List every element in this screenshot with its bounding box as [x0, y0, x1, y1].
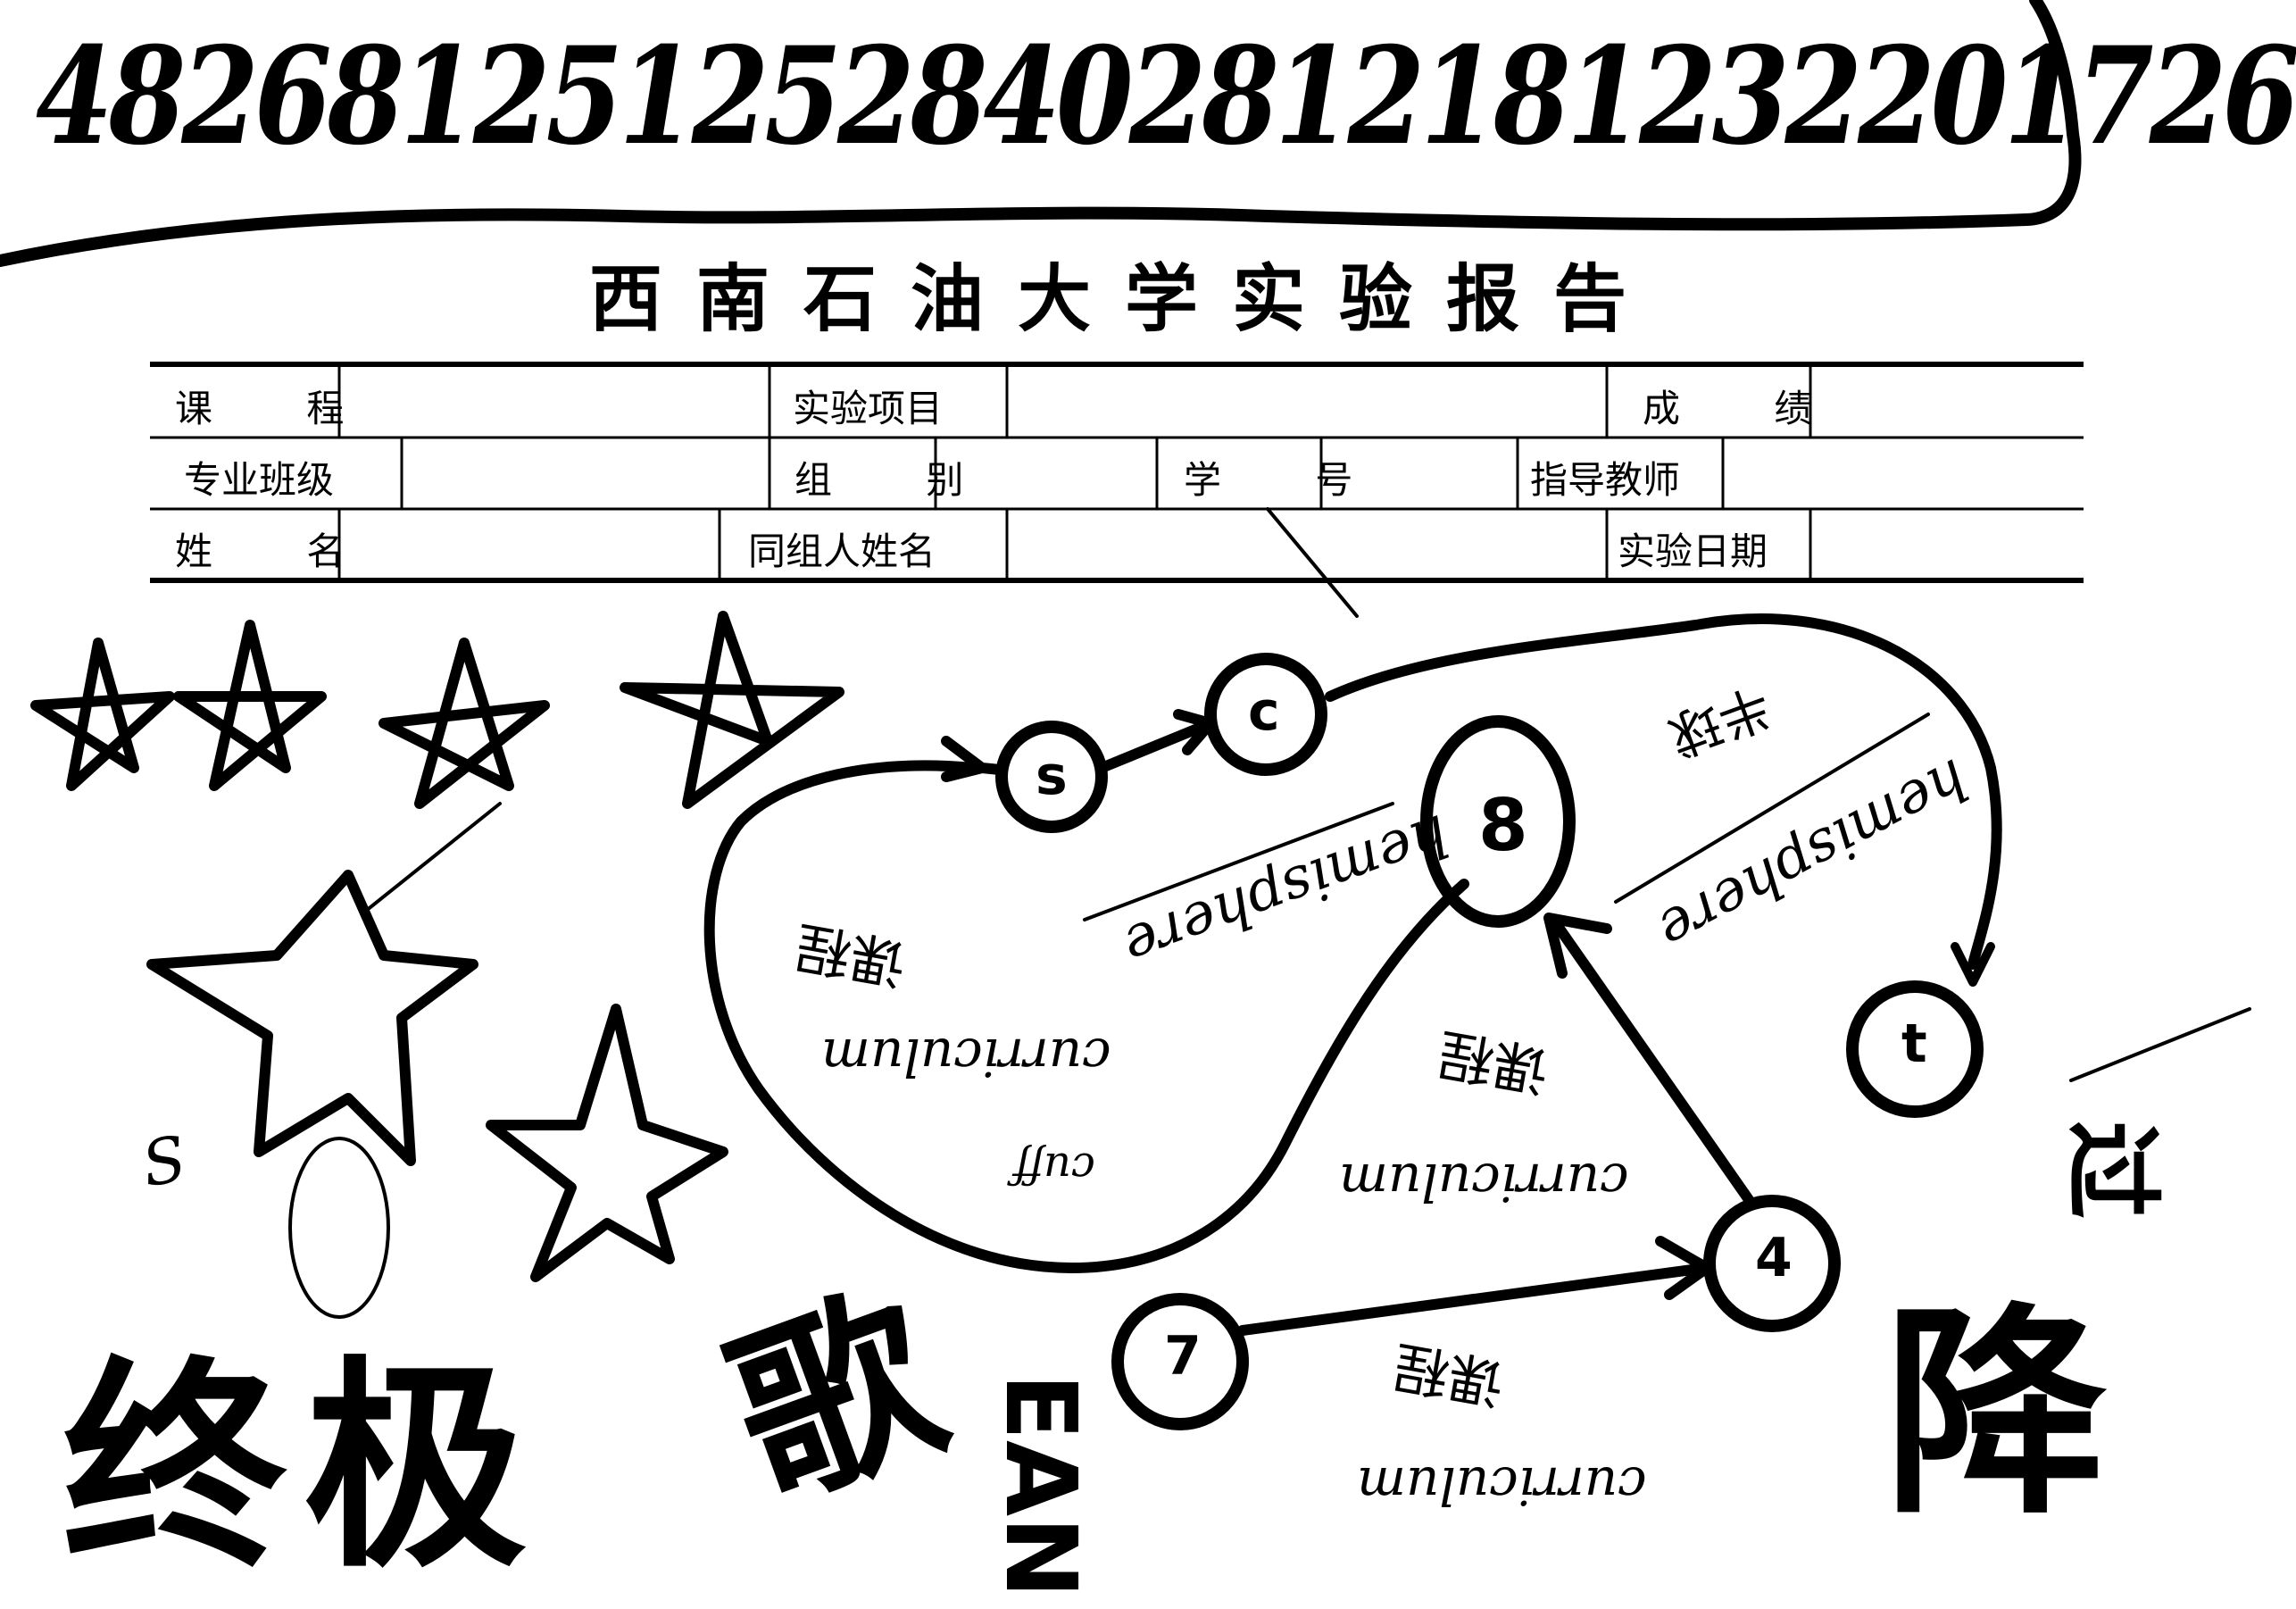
label-course: 课 程 — [175, 387, 386, 430]
edge-4-to-8 — [1543, 913, 1755, 1206]
star-3 — [379, 638, 550, 809]
arrow-to-s — [941, 736, 1005, 782]
annotation-cuff: cuff — [1013, 1143, 1095, 1193]
oval-doodle — [288, 1137, 390, 1319]
node-s-label: s — [1036, 745, 1068, 807]
node-7-label: 7 — [1164, 1325, 1202, 1388]
report-title: 西南石油大学实验报告 — [588, 256, 1660, 342]
label-teacher: 指导教师 — [1530, 458, 1681, 502]
annotation-curriculum-left: curriculum — [821, 1027, 1111, 1088]
label-student-id: 学 号 — [1184, 458, 1394, 502]
annotation-curriculum-bottom: curriculum — [1357, 1455, 1647, 1516]
label-major-class: 专业班级 — [184, 458, 335, 502]
node-8 — [1420, 715, 1576, 928]
star-doodles — [30, 611, 844, 1282]
handwriting-ean: EAN — [984, 1372, 1099, 1599]
node-c-label: c — [1248, 680, 1280, 743]
star-2 — [173, 620, 327, 791]
handwriting-zhongji: 终极 — [62, 1338, 545, 1597]
thin-doodles — [288, 507, 1359, 1319]
annotation-curriculum-mid: curriculum — [1339, 1152, 1629, 1213]
star-4 — [620, 611, 844, 809]
node-8-label: 8 — [1478, 784, 1528, 867]
graph-loop-right — [1325, 613, 2002, 970]
star-1 — [30, 638, 175, 791]
node-t — [1846, 980, 1984, 1118]
torn-border — [0, 0, 2082, 267]
star-big — [146, 870, 478, 1166]
label-name: 姓 名 — [175, 529, 386, 573]
node-s — [995, 721, 1108, 833]
label-grade: 成 绩 — [1643, 387, 1853, 430]
label-group: 组 别 — [794, 458, 1005, 502]
node-4-label: 4 — [1755, 1227, 1793, 1289]
handwriting-jiang: 降 — [1884, 1284, 2107, 1544]
node-t-label: t — [1901, 1013, 1927, 1075]
form-grid — [150, 362, 2084, 583]
handwriting-guo: 过 — [2054, 1121, 2168, 1219]
label-date: 实验日期 — [1618, 529, 1768, 573]
node-7 — [1111, 1293, 1249, 1430]
edge-s-to-c — [1096, 709, 1216, 773]
node-c — [1204, 653, 1327, 776]
star-mid — [486, 1004, 728, 1282]
graph-loop-left — [703, 760, 1469, 1273]
edge-7-to-4 — [1237, 1236, 1712, 1336]
arrow-c-to-t — [1951, 942, 1995, 987]
label-project: 实验项目 — [793, 387, 944, 430]
top-scrawl: 4826812512528402812181232201726 — [36, 18, 2296, 175]
annotation-lines — [1083, 713, 2251, 1082]
label-group-members: 同组人姓名 — [748, 529, 936, 573]
